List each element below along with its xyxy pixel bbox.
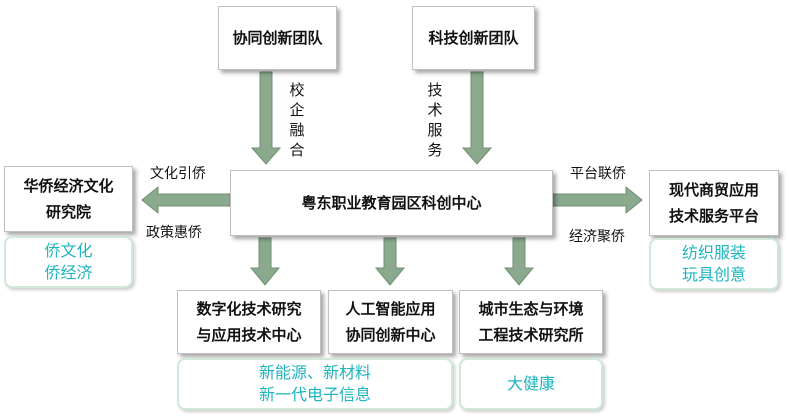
node-center: 粤东职业教育园区科创中心 [230, 170, 553, 236]
arrow-top-right-down [461, 71, 493, 165]
tag-health-label: 大健康 [506, 374, 555, 393]
node-ai-center-label: 人工智能应用 协同创新中心 [345, 300, 436, 344]
edge-label-platform: 平台联侨 [570, 166, 626, 182]
edge-label-school-enterprise: 校企融合 [289, 81, 305, 159]
node-center-label: 粤东职业教育园区科创中心 [301, 194, 482, 212]
node-tech-team-label: 科技创新团队 [428, 29, 519, 47]
tag-textile-toys: 纺织服装 玩具创意 [649, 238, 779, 290]
node-digital-center: 数字化技术研究 与应用技术中心 [177, 290, 321, 354]
arrow-bottom-1 [249, 237, 281, 286]
tag-overseas-culture: 侨文化 侨经济 [4, 236, 133, 288]
node-overseas-institute-label: 华侨经济文化 研究院 [23, 177, 114, 221]
arrow-top-left-down [250, 71, 282, 165]
edge-label-tech-service: 技术服务 [427, 81, 443, 159]
node-ai-center: 人工智能应用 协同创新中心 [328, 290, 453, 354]
node-tech-team: 科技创新团队 [412, 6, 535, 70]
arrow-left [141, 185, 231, 215]
edge-label-economy: 经济聚侨 [569, 229, 625, 245]
tag-new-energy: 新能源、新材料 新一代电子信息 [177, 358, 453, 410]
node-eco-institute: 城市生态与环境 工程技术研究所 [459, 290, 603, 354]
node-digital-center-label: 数字化技术研究 与应用技术中心 [196, 300, 302, 344]
arrow-bottom-2 [374, 237, 406, 286]
tag-overseas-culture-label: 侨文化 侨经济 [44, 241, 93, 282]
node-commerce-platform-label: 现代商贸应用 技术服务平台 [668, 181, 759, 225]
node-commerce-platform: 现代商贸应用 技术服务平台 [649, 170, 779, 236]
node-collab-team-label: 协同创新团队 [232, 29, 323, 47]
node-eco-institute-label: 城市生态与环境 工程技术研究所 [478, 300, 584, 344]
edge-label-policy: 政策惠侨 [146, 225, 202, 241]
arrow-right [552, 185, 643, 215]
tag-health: 大健康 [459, 358, 603, 410]
node-overseas-institute: 华侨经济文化 研究院 [4, 166, 133, 232]
node-collab-team: 协同创新团队 [218, 6, 337, 70]
arrow-bottom-3 [503, 237, 535, 286]
tag-new-energy-label: 新能源、新材料 新一代电子信息 [258, 363, 371, 404]
tag-textile-toys-label: 纺织服装 玩具创意 [681, 243, 746, 284]
edge-label-culture: 文化引侨 [150, 166, 206, 182]
